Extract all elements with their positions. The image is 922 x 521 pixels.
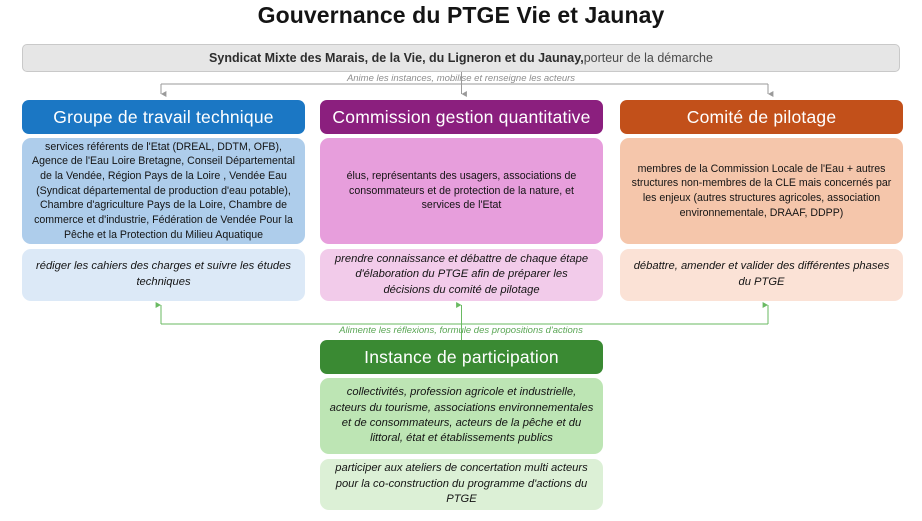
action-groupe-de-travail-technique: rédiger les cahiers des charges et suivr…	[22, 249, 305, 301]
action-comite-de-pilotage: débattre, amender et valider des différe…	[620, 249, 903, 301]
lead-organisation-name: Syndicat Mixte des Marais, de la Vie, du…	[209, 51, 584, 65]
members-instance-de-participation: collectivités, profession agricole et in…	[320, 378, 603, 454]
lead-organisation-banner: Syndicat Mixte des Marais, de la Vie, du…	[22, 44, 900, 72]
members-groupe-de-travail-technique: services référents de l'Etat (DREAL, DDT…	[22, 138, 305, 244]
action-instance-de-participation: participer aux ateliers de concertation …	[320, 459, 603, 510]
header-comite-de-pilotage[interactable]: Comité de pilotage	[620, 100, 903, 134]
members-comite-de-pilotage: membres de la Commission Locale de l'Eau…	[620, 138, 903, 244]
column-comite-de-pilotage: Comité de pilotage membres de la Commiss…	[620, 100, 903, 301]
column-commission-gestion-quantitative: Commission gestion quantitative élus, re…	[320, 100, 603, 301]
members-commission-gestion-quantitative: élus, représentants des usagers, associa…	[320, 138, 603, 244]
lead-organisation-role: porteur de la démarche	[583, 51, 713, 65]
top-connector-label: Anime les instances, mobilise et renseig…	[346, 73, 576, 84]
header-commission-gestion-quantitative[interactable]: Commission gestion quantitative	[320, 100, 603, 134]
header-groupe-de-travail-technique[interactable]: Groupe de travail technique	[22, 100, 305, 134]
page-title: Gouvernance du PTGE Vie et Jaunay	[257, 2, 665, 28]
header-instance-de-participation[interactable]: Instance de participation	[320, 340, 603, 374]
action-commission-gestion-quantitative: prendre connaissance et débattre de chaq…	[320, 249, 603, 301]
column-groupe-de-travail-technique: Groupe de travail technique services réf…	[22, 100, 305, 301]
column-instance-de-participation: Instance de participation collectivités,…	[320, 340, 603, 510]
bottom-connector-label: Alimente les réflexions, formule des pro…	[339, 325, 583, 336]
